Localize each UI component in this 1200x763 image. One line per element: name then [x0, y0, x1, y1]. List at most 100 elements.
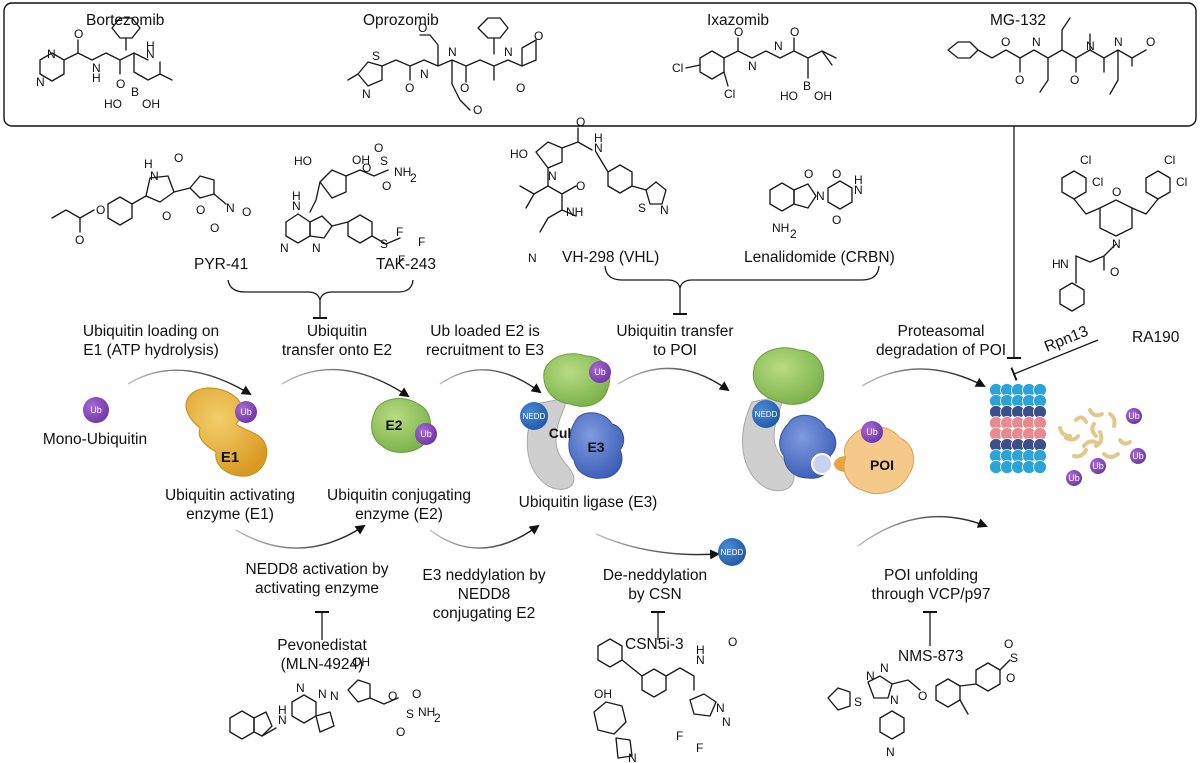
- svg-text:POI: POI: [870, 457, 894, 473]
- svg-text:O: O: [790, 25, 799, 39]
- svg-text:OH: OH: [142, 97, 160, 111]
- svg-text:NH: NH: [566, 205, 583, 219]
- degraded-peptides-icon: Ub Ub Ub Ub: [1058, 408, 1146, 486]
- step-poi-unfolding-label: POI unfolding through VCP/p97: [871, 567, 991, 603]
- svg-text:OH: OH: [594, 687, 612, 701]
- svg-text:O: O: [804, 167, 813, 181]
- lenalidomide-label: Lenalidomide (CRBN): [744, 249, 895, 266]
- svg-text:N: N: [1060, 257, 1069, 271]
- svg-text:S: S: [380, 154, 388, 168]
- svg-text:Ub: Ub: [1068, 473, 1080, 483]
- svg-text:F: F: [396, 225, 403, 239]
- svg-text:N: N: [1086, 39, 1095, 53]
- svg-text:O: O: [362, 161, 371, 175]
- svg-text:N: N: [594, 141, 603, 155]
- svg-text:N: N: [816, 189, 825, 203]
- svg-text:Ub: Ub: [1132, 451, 1144, 461]
- svg-text:S: S: [406, 707, 414, 721]
- step-nedd8-activation-label: NEDD8 activation by activating enzyme: [245, 561, 389, 597]
- e2-name-label: Ubiquitin conjugating enzyme (E2): [327, 487, 471, 523]
- svg-text:O: O: [473, 103, 482, 117]
- svg-text:NH: NH: [418, 705, 435, 719]
- svg-text:2: 2: [410, 171, 417, 185]
- svg-text:O: O: [116, 77, 125, 91]
- csn5i3-structure: NHO NN FF OH N: [593, 635, 737, 763]
- svg-text:O: O: [516, 81, 525, 95]
- proteasome-subunit: [1033, 460, 1047, 474]
- svg-text:N: N: [92, 61, 101, 75]
- svg-text:N: N: [312, 241, 321, 255]
- svg-text:N: N: [1114, 35, 1123, 49]
- e1-enzyme-icon: E1 Ub: [185, 387, 268, 477]
- arrow-ub-loading: [127, 369, 252, 396]
- step-e3-neddylation-label: E3 neddylation by NEDD8 conjugating E2: [422, 567, 546, 622]
- svg-text:B: B: [131, 85, 139, 99]
- ixazomib-label: Ixazomib: [707, 12, 770, 29]
- svg-text:N: N: [504, 45, 513, 59]
- arrow-proteasomal: [861, 368, 986, 387]
- svg-text:O: O: [162, 209, 171, 223]
- svg-text:N: N: [1032, 35, 1041, 49]
- svg-text:N: N: [548, 169, 557, 183]
- step-deneddylation-label: De-neddylation by CSN: [602, 567, 708, 603]
- svg-text:HO: HO: [510, 147, 528, 161]
- svg-text:H: H: [696, 643, 705, 657]
- arrow-deneddylation: [595, 533, 720, 560]
- svg-text:O: O: [1146, 35, 1155, 49]
- svg-text:N: N: [528, 251, 537, 265]
- svg-text:N: N: [318, 687, 327, 701]
- svg-text:O: O: [1070, 73, 1079, 87]
- bortezomib-label: Bortezomib: [86, 12, 165, 29]
- svg-text:Cl: Cl: [1080, 153, 1091, 167]
- svg-text:NEDD: NEDD: [523, 412, 546, 421]
- svg-text:O: O: [75, 233, 84, 247]
- svg-text:2: 2: [790, 227, 797, 241]
- svg-text:E2: E2: [385, 417, 402, 433]
- svg-text:2: 2: [434, 711, 441, 725]
- svg-text:O: O: [412, 687, 421, 701]
- nms873-label: NMS-873: [898, 648, 964, 665]
- pyr41-tak243-inhibition: [227, 279, 414, 319]
- svg-text:N: N: [362, 87, 371, 101]
- svg-text:NH: NH: [394, 165, 411, 179]
- svg-text:O: O: [1112, 185, 1121, 199]
- step-ub-transfer-poi-label: Ubiquitin transfer to POI: [616, 323, 734, 359]
- svg-text:Ub: Ub: [1128, 411, 1140, 421]
- svg-text:N: N: [722, 715, 731, 729]
- arrow-e2-recruit: [439, 369, 542, 394]
- svg-text:HO: HO: [104, 97, 122, 111]
- svg-text:Cl: Cl: [1092, 175, 1103, 189]
- svg-text:H: H: [292, 189, 301, 203]
- arrow-e3-neddylation: [429, 524, 540, 549]
- svg-text:N: N: [716, 701, 725, 715]
- svg-text:Cl: Cl: [724, 87, 735, 101]
- svg-text:Ub: Ub: [240, 407, 252, 417]
- arrow-ub-transfer-poi: [617, 367, 730, 392]
- svg-text:N: N: [36, 75, 45, 89]
- svg-text:HO: HO: [780, 89, 798, 103]
- svg-text:H: H: [278, 703, 287, 717]
- svg-text:N: N: [296, 681, 305, 695]
- svg-text:F: F: [676, 729, 683, 743]
- svg-text:NEDD: NEDD: [755, 410, 778, 419]
- svg-text:Cl: Cl: [672, 61, 683, 75]
- svg-text:O: O: [405, 81, 414, 95]
- svg-text:O: O: [196, 203, 205, 217]
- oprozomib-label: Oprozomib: [363, 12, 439, 29]
- pyr41-label: PYR-41: [194, 256, 249, 273]
- vh298-label: VH-298 (VHL): [562, 249, 660, 266]
- svg-text:S: S: [380, 237, 388, 251]
- svg-text:O: O: [734, 25, 743, 39]
- step-proteasomal-label: Proteasomal degradation of POI: [875, 323, 1007, 359]
- svg-text:N: N: [280, 241, 289, 255]
- svg-text:N: N: [278, 713, 287, 727]
- svg-text:S: S: [854, 695, 862, 709]
- mono-ubiquitin-label: Mono-Ubiquitin: [42, 431, 148, 448]
- e3-ligase-complex-icon: Ub Cul E3 NEDD: [520, 353, 625, 490]
- svg-text:O: O: [374, 141, 383, 155]
- svg-text:Ub: Ub: [594, 367, 606, 377]
